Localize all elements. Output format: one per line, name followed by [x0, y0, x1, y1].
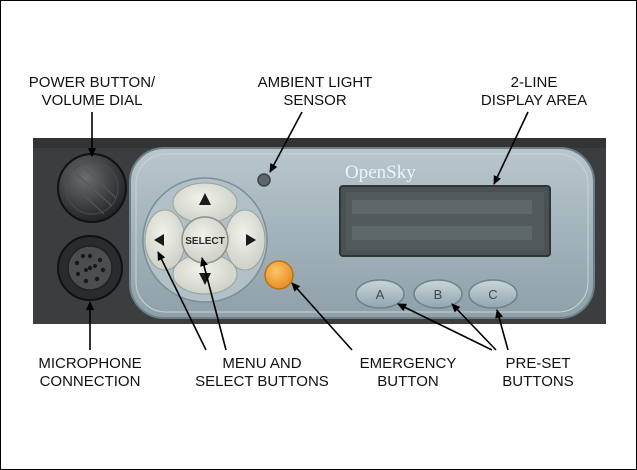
- callout-ambient-light-line2: SENSOR: [240, 92, 390, 110]
- callout-microphone: MICROPHONE CONNECTION: [20, 355, 160, 391]
- power-volume-dial[interactable]: [58, 154, 126, 222]
- callout-preset: PRE-SET BUTTONS: [478, 355, 598, 391]
- callout-microphone-line2: CONNECTION: [20, 373, 160, 391]
- callout-preset-line2: BUTTONS: [478, 373, 598, 391]
- preset-button-c[interactable]: C: [469, 280, 517, 308]
- ambient-light-sensor: [258, 174, 270, 186]
- preset-button-a[interactable]: A: [356, 280, 404, 308]
- opensky-logo: OpenSky: [345, 162, 416, 183]
- emergency-button[interactable]: [265, 261, 293, 289]
- display-area: [340, 186, 550, 256]
- callout-power-volume: POWER BUTTON/ VOLUME DIAL: [22, 74, 162, 110]
- callout-display-area-line1: 2-LINE: [464, 74, 604, 92]
- callout-microphone-line1: MICROPHONE: [20, 355, 160, 373]
- right-arrow-button[interactable]: [225, 210, 265, 270]
- preset-button-b[interactable]: B: [414, 280, 462, 308]
- preset-b-label: B: [434, 287, 443, 302]
- menu-dpad: SELECT: [143, 178, 267, 302]
- preset-c-label: C: [488, 287, 497, 302]
- microphone-connector[interactable]: [58, 236, 122, 300]
- callout-menu-select-line2: SELECT BUTTONS: [182, 373, 342, 391]
- callout-power-volume-line2: VOLUME DIAL: [22, 92, 162, 110]
- callout-menu-select-line1: MENU AND: [182, 355, 342, 373]
- callout-display-area: 2-LINE DISPLAY AREA: [464, 74, 604, 110]
- callout-preset-line1: PRE-SET: [478, 355, 598, 373]
- callout-emergency: EMERGENCY BUTTON: [338, 355, 478, 391]
- callout-emergency-line1: EMERGENCY: [338, 355, 478, 373]
- select-key-label: SELECT: [185, 236, 224, 247]
- callout-ambient-light-line1: AMBIENT LIGHT: [240, 74, 390, 92]
- callout-menu-select: MENU AND SELECT BUTTONS: [182, 355, 342, 391]
- callout-display-area-line2: DISPLAY AREA: [464, 92, 604, 110]
- callout-emergency-line2: BUTTON: [338, 373, 478, 391]
- preset-a-label: A: [376, 287, 385, 302]
- select-button[interactable]: SELECT: [182, 217, 228, 263]
- callout-power-volume-line1: POWER BUTTON/: [22, 74, 162, 92]
- callout-ambient-light: AMBIENT LIGHT SENSOR: [240, 74, 390, 110]
- left-arrow-button[interactable]: [145, 210, 185, 270]
